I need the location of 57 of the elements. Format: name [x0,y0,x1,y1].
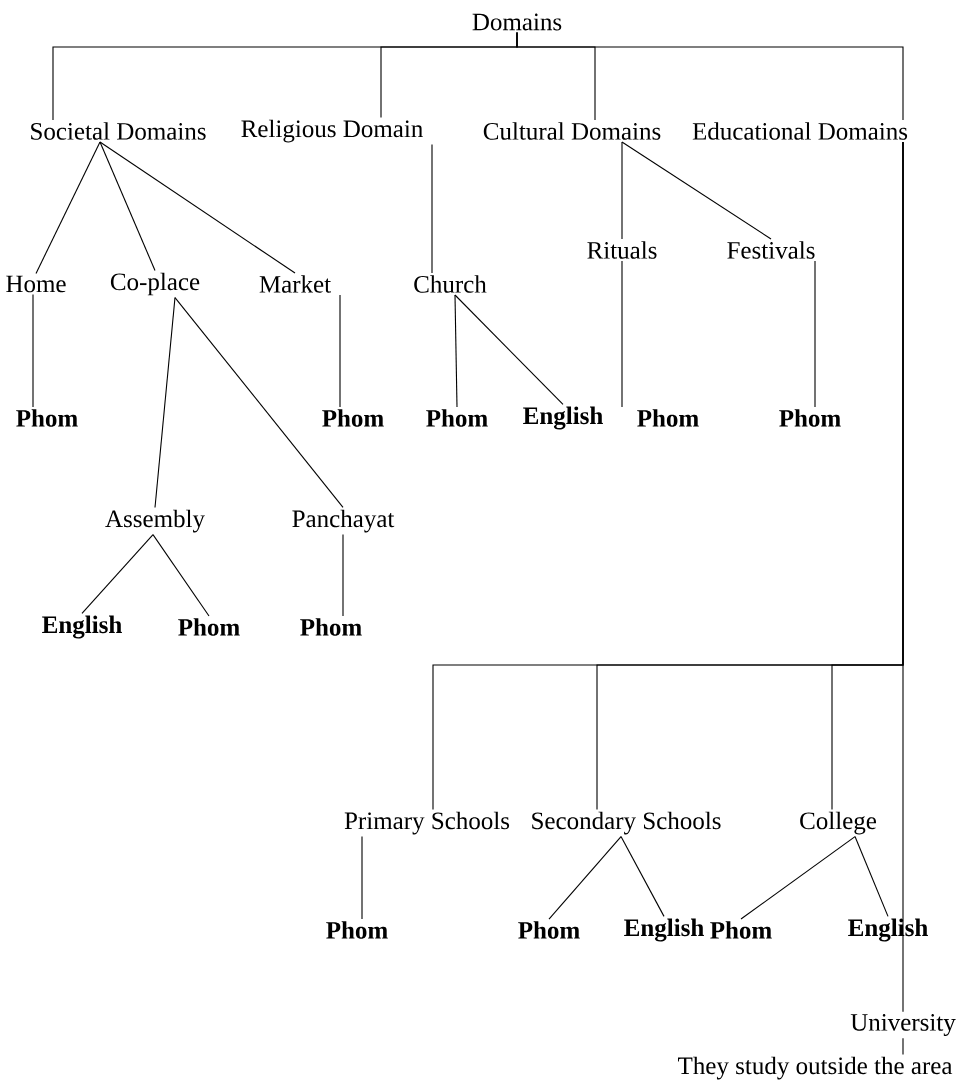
language-label: Phom [300,618,362,636]
language-label: Phom [779,409,841,427]
term-label: Festivals [727,241,815,259]
tree-line [99,141,296,274]
tree-line [516,32,904,121]
term-label: Cultural Domains [483,122,661,140]
tree-line [99,141,156,272]
tree-line [621,141,772,240]
tree-line [154,297,176,508]
language-label: English [624,918,704,942]
tree-line [454,294,564,405]
tree-line [902,1037,904,1055]
term-label: Home [6,275,66,293]
term-label: They study outside the area [678,1056,953,1080]
term-label: Co-place [110,272,200,296]
tree-line [621,141,623,240]
term-label: Church [414,275,487,293]
term-label: Secondary Schools [532,811,721,835]
tree-line [620,836,665,917]
term-label: Societal Domains [31,122,206,140]
tree-line [152,534,210,617]
tree-line [342,534,344,617]
tree-line [548,836,622,920]
tree-line [339,294,341,408]
tree-line [454,294,458,408]
language-label: Phom [426,409,488,427]
language-label: Phom [637,409,699,427]
term-label: Market [259,275,331,293]
tree-line [32,293,34,408]
term-label: University [850,1014,956,1036]
term-label: Educational Domains [692,122,908,140]
tree-line [81,534,154,614]
tree-line [174,297,344,508]
tree-line [431,144,433,274]
language-label: English [848,918,928,942]
term-label: Primary Schools [344,811,510,835]
term-label: Religious Domain [241,119,423,143]
language-label: Phom [326,921,388,939]
term-label: Domains [472,13,562,31]
tree-line [35,141,101,275]
term-label: Panchayat [292,509,395,533]
tree-line [902,141,904,1013]
language-label: Phom [518,921,580,939]
language-label: Phom [16,409,78,427]
language-label: English [523,406,603,430]
term-label: Rituals [587,241,657,259]
language-label: Phom [710,921,772,939]
language-label: Phom [322,409,384,427]
tree-line [854,836,889,917]
tree-line [621,260,623,408]
language-label: English [42,615,122,639]
term-label: College [800,811,876,835]
tree-line [814,260,816,408]
tree-line [740,836,856,920]
tree-line [361,836,363,920]
language-label: Phom [178,618,240,636]
term-label: Assembly [105,509,205,533]
